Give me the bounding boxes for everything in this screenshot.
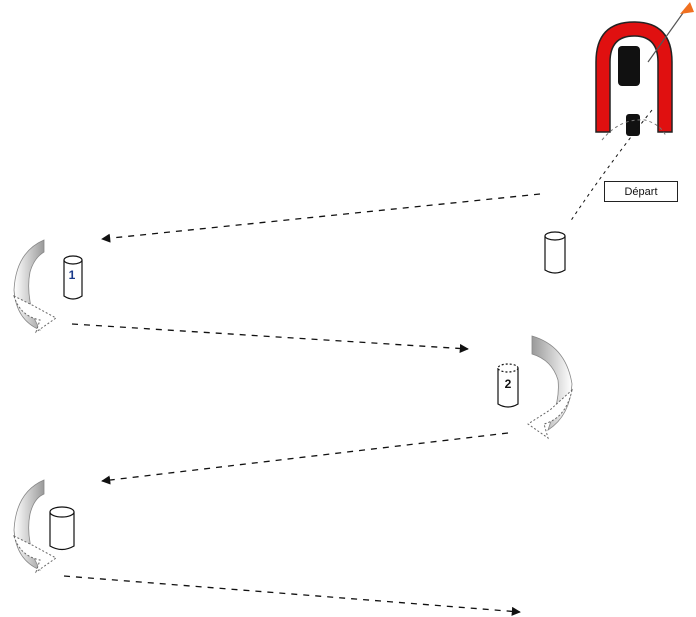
cone-2: 2 bbox=[497, 363, 519, 408]
cone-3 bbox=[49, 506, 75, 551]
turn-arrow-2 bbox=[527, 335, 573, 440]
start-trail bbox=[569, 109, 653, 223]
path-segment-4 bbox=[63, 575, 521, 616]
turn-arrow-1 bbox=[13, 239, 57, 334]
start-gate bbox=[569, 2, 694, 223]
path-segment-2 bbox=[71, 323, 469, 354]
cone-start bbox=[544, 231, 566, 274]
start-curve bbox=[601, 119, 667, 141]
horseshoe-outer bbox=[595, 21, 673, 133]
path-segment-1 bbox=[101, 193, 541, 243]
flag-pole bbox=[647, 5, 689, 63]
start-label: Départ bbox=[604, 181, 678, 202]
cone-2-label: 2 bbox=[505, 377, 512, 391]
cone-1-label: 1 bbox=[69, 268, 76, 282]
turn-arrow-3 bbox=[13, 479, 57, 574]
flag-icon bbox=[680, 2, 694, 14]
gate-post-top bbox=[618, 46, 640, 86]
gate-post-bottom bbox=[626, 114, 640, 136]
path-segment-3 bbox=[101, 432, 509, 485]
cone-1: 1 bbox=[63, 255, 83, 300]
